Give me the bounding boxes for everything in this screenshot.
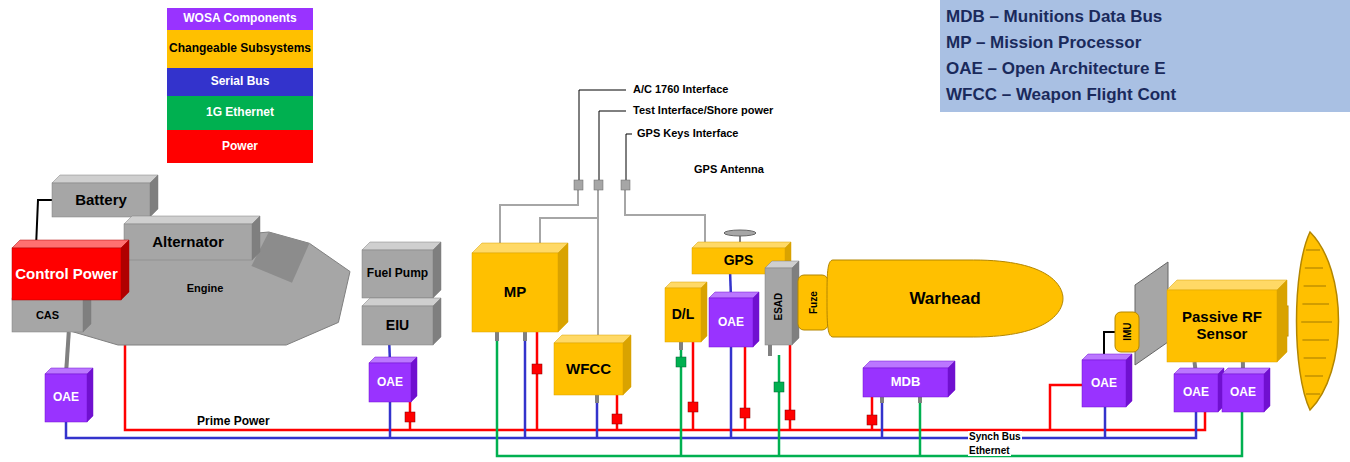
wire-connector [66,332,69,374]
ethernet-converter [676,357,784,392]
fuel-pump-box: Fuel Pump [362,250,433,298]
node-label: OAE [718,316,744,329]
node-label: WFCC [566,361,611,378]
node-label: CAS [36,309,59,321]
wfcc-box: WFCC [554,343,623,395]
node-label: D/L [672,307,695,323]
ethernet-bus [497,340,1242,456]
node-label: OAE [53,391,79,404]
node-label: ESAD [773,293,784,321]
legend-swatch: Serial Bus [167,68,313,96]
connector [574,180,583,190]
node-label: Engine [187,282,224,294]
annotation-label: Ethernet [968,445,1011,456]
connector-stub [497,330,920,403]
oae-box: OAE [45,374,87,422]
node-label: MP – Mission Processor [946,33,1141,52]
annotation-label: Prime Power [196,414,271,428]
annotation-label: Test Interface/Shore power [632,104,774,116]
oae-box: OAE [369,363,411,402]
node-label: OAE [1091,377,1117,390]
gps-antenna [724,230,756,236]
power-converter [405,364,877,425]
oae-box: OAE [1222,374,1264,412]
interface-cable [540,190,598,250]
datalink-box: D/L [665,288,701,342]
legend-swatch: Changeable Subsystems [167,30,313,68]
legend-text: 1G Ethernet [206,106,274,119]
annotation-label: A/C 1760 Interface [632,83,729,95]
node-label: Fuel Pump [367,267,428,280]
node-label: EIU [386,318,409,334]
mission-processor-box: MP [472,253,558,332]
cas-box: CAS [12,298,83,332]
node-label: OAE – Open Architecture E [946,59,1165,78]
leader-line [599,111,626,180]
node-label: MDB – Munitions Data Bus [946,7,1162,26]
node-label: MP [504,284,527,301]
annotation-label: GPS Keys Interface [636,127,740,139]
control-power-box: Control Power [12,248,121,300]
node-label: MDB [891,375,921,390]
legend-text: WOSA Components [183,12,297,25]
annotation-label: Synch Bus [968,431,1022,442]
fuze-box: Fuze [798,275,828,330]
node-label: OAE [1230,386,1256,399]
legend-swatch: WOSA Components [167,8,313,30]
sensor-flange [1135,262,1168,365]
legend-swatch: Power [167,130,313,163]
node-label: Battery [75,192,127,209]
node-label: Passive RF Sensor [1167,309,1277,343]
node-label: Fuze [807,291,818,314]
eiu-box: EIU [362,306,433,345]
leader-line [626,134,632,180]
interface-cable [625,190,705,248]
annotation-label: GPS Antenna [693,163,765,175]
oae-box: OAE [1082,360,1126,407]
node-label: Control Power [15,266,118,283]
abbreviation-panel: MDB – Munitions Data Bus MP – Mission Pro… [940,0,1350,112]
oae-box: OAE [1174,374,1218,412]
legend-text: Changeable Subsystems [169,42,311,55]
leader-line [579,90,626,180]
interface-cable [597,190,599,343]
esad-box: ESAD [765,268,792,345]
battery-box: Battery [52,183,150,217]
legend-text: Power [222,140,258,153]
sensor-dome [1274,232,1339,410]
connector [594,180,603,190]
node-label: OAE [1183,386,1209,399]
oae-box: OAE [709,298,753,347]
node-label: Alternator [152,234,224,251]
imu-box: IMU [1115,312,1139,352]
node-label: GPS [724,253,754,269]
node-label: WFCC – Weapon Flight Cont [946,85,1176,104]
node-label: Warhead [909,289,980,308]
connector [621,180,630,190]
legend-text: Serial Bus [211,75,270,88]
rf-sensor-box: Passive RF Sensor [1167,290,1277,362]
legend-swatch: 1G Ethernet [167,96,313,130]
mdb-box: MDB [863,368,948,397]
node-label: IMU [1121,323,1132,341]
warhead-body: Warhead [827,260,1063,337]
alternator-box: Alternator [124,224,252,260]
node-label: OAE [377,376,403,389]
